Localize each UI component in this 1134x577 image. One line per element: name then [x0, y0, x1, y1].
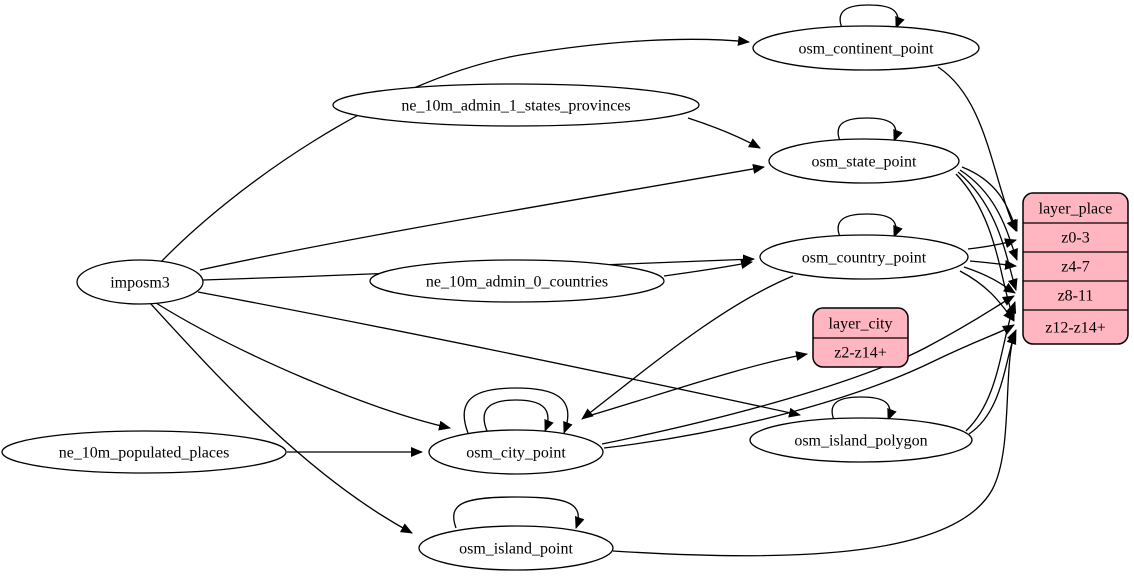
record-layer_place: layer_place z0-3 z4-7 z8-11 z12-z14+	[1022, 192, 1129, 345]
record-layer_place-row-z8-11: z8-11	[1058, 288, 1094, 305]
node-osm_state_point-label: osm_state_point	[812, 154, 917, 171]
node-osm_state_point-shape	[768, 138, 960, 184]
node-osm_city_point-shape	[428, 429, 604, 475]
edge-imposm3-osm_continent_point	[159, 35, 750, 264]
edges	[149, 4, 1018, 557]
self-loop-osm_island_point	[453, 496, 585, 529]
node-ne_10m_admin_0_countries-label: ne_10m_admin_0_countries	[426, 274, 608, 291]
node-ne_10m_populated_places-shape	[1, 430, 287, 474]
edge-osm_state_point-layer_place-z0-3	[961, 166, 1018, 232]
node-osm_city_point-label: osm_city_point	[466, 445, 566, 462]
node-osm_island_point: osm_island_point	[418, 525, 614, 571]
edge-osm_state_point-layer_place-z8-11	[957, 171, 1018, 291]
node-osm_continent_point-shape	[752, 25, 980, 71]
record-layer_city-row-z2-z14: z2-z14+	[834, 345, 887, 362]
node-osm_island_point-label: osm_island_point	[459, 541, 573, 558]
self-loop-osm_country_point	[837, 213, 903, 238]
node-osm_country_point: osm_country_point	[759, 234, 969, 280]
node-ne_10m_populated_places: ne_10m_populated_places	[1, 430, 287, 474]
edge-osm_state_point-layer_place-z4-7	[959, 169, 1018, 261]
self-loop-osm_island_polygon	[831, 396, 897, 421]
node-ne_10m_populated_places-label: ne_10m_populated_places	[59, 445, 230, 462]
node-ne_10m_admin_0_countries-shape	[369, 259, 665, 303]
edge-osm_country_point-layer_place-z8-11	[963, 266, 1016, 294]
self-loop-osm_city_point-inner	[483, 399, 554, 432]
record-layer_place-row-z0-3: z0-3	[1061, 230, 1089, 247]
node-osm_island_point-shape	[418, 525, 614, 571]
node-osm_state_point: osm_state_point	[768, 138, 960, 184]
edge-osm_country_point-layer_place-z0-3	[967, 238, 1017, 250]
record-layer_place-row-z4-7: z4-7	[1061, 259, 1089, 276]
record-layer_place-title: layer_place	[1039, 201, 1113, 218]
node-osm_country_point-label: osm_country_point	[802, 250, 927, 267]
node-ne_10m_admin_0_countries: ne_10m_admin_0_countries	[369, 259, 665, 303]
edge-osm_island_polygon-layer_place-z8-11	[965, 301, 1017, 432]
node-ne_10m_admin_1_states_provinces-shape	[332, 83, 700, 127]
edge-osm_island_point-layer_place-z12-z14	[612, 329, 1017, 557]
node-osm_island_polygon: osm_island_polygon	[749, 417, 973, 463]
edge-osm_continent_point-layer_place-z0-3	[937, 66, 1017, 232]
node-ne_10m_admin_1_states_provinces-label: ne_10m_admin_1_states_provinces	[401, 98, 630, 115]
edge-ne_10m_admin_0_countries-osm_country_point	[663, 259, 753, 277]
node-osm_island_polygon-label: osm_island_polygon	[794, 433, 927, 450]
node-imposm3-shape	[76, 259, 204, 305]
edge-osm_country_point-layer_place-z4-7	[969, 259, 1017, 270]
node-osm_island_polygon-shape	[749, 417, 973, 463]
node-osm_continent_point: osm_continent_point	[752, 25, 980, 71]
node-imposm3: imposm3	[76, 259, 204, 305]
node-imposm3-label: imposm3	[110, 275, 170, 292]
edge-imposm3-osm_island_point	[149, 302, 413, 534]
record-layer_place-box	[1022, 192, 1129, 345]
edge-osm_city_point-layer_city-z2-z14	[584, 351, 808, 418]
edge-osm_country_point-osm_city_point	[581, 275, 794, 420]
edge-imposm3-osm_island_polygon	[197, 291, 801, 418]
node-osm_continent_point-label: osm_continent_point	[798, 41, 934, 58]
node-osm_city_point: osm_city_point	[428, 429, 604, 475]
edge-imposm3-osm_city_point	[155, 302, 451, 431]
self-loop-osm_city_point-outer	[463, 387, 573, 434]
edge-osm_city_point-layer_place-z12-z14	[603, 324, 1015, 449]
self-loop-osm_state_point	[837, 117, 903, 142]
self-loop-osm_continent_point	[839, 4, 905, 29]
record-layer_place-row-z12-z14: z12-z14+	[1045, 320, 1106, 337]
edge-imposm3-osm_state_point	[199, 163, 765, 271]
edge-ne_10m_admin_1_states_provinces-osm_state_point	[687, 117, 761, 149]
node-osm_country_point-shape	[759, 234, 969, 280]
edge-osm_country_point-layer_place-z12-z14	[959, 270, 1015, 322]
record-layer_city: layer_city z2-z14+	[812, 307, 909, 368]
node-ne_10m_admin_1_states_provinces: ne_10m_admin_1_states_provinces	[332, 83, 700, 127]
record-layer_city-title: layer_city	[829, 316, 893, 333]
